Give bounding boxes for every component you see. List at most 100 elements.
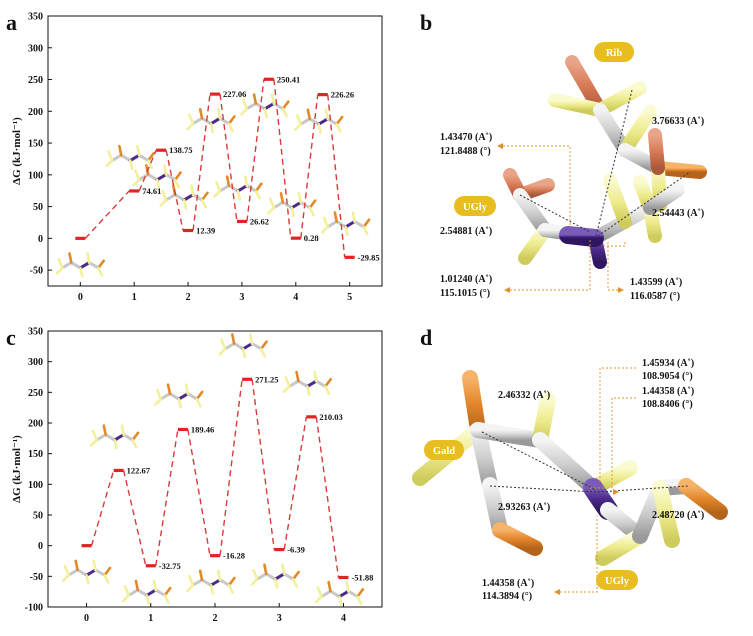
ugly-molecule-b bbox=[503, 168, 685, 269]
y-axis-label-c: ΔG (kJ·mol⁻¹) bbox=[11, 435, 23, 503]
state-energy-label: 210.03 bbox=[319, 412, 342, 422]
x-tick-label: 1 bbox=[132, 292, 137, 303]
state-energy-label: 227.06 bbox=[223, 89, 246, 99]
y-tick-label: 300 bbox=[28, 43, 43, 54]
molecule-snapshot bbox=[132, 164, 182, 190]
tag-gald: Gald bbox=[424, 440, 464, 460]
distance-b-1: 3.76633 (A˚) bbox=[652, 116, 704, 127]
molecule-snapshot bbox=[218, 333, 268, 359]
distance-b-3: 2.54881 (A˚) bbox=[440, 226, 492, 237]
state-energy-label: -6.39 bbox=[287, 545, 305, 555]
molecule-snapshot bbox=[294, 108, 344, 134]
molecule-snapshot bbox=[89, 424, 140, 450]
guide-arrows-d bbox=[554, 489, 619, 595]
angle-d-1: 108.9054 (°) bbox=[642, 371, 693, 382]
molecule-snapshot bbox=[159, 184, 209, 210]
molecule-snapshot bbox=[186, 569, 236, 595]
energy-path-segment bbox=[283, 416, 308, 550]
y-tick-label: 50 bbox=[33, 511, 43, 522]
tag-rib: Rib bbox=[594, 42, 634, 62]
molecule-snapshot bbox=[250, 563, 300, 589]
svg-text:Rib: Rib bbox=[606, 48, 623, 59]
panel-label-c: c bbox=[6, 325, 16, 350]
contact-lines-d bbox=[481, 431, 689, 493]
distance-b-2: 2.54443 (A˚) bbox=[652, 208, 704, 219]
svg-text:UGly: UGly bbox=[463, 202, 488, 213]
molecule-snapshot bbox=[154, 383, 204, 409]
y-axis-label-a: ΔG (kJ·mol⁻¹) bbox=[11, 117, 23, 185]
panel-a: a ΔG (kJ·mol⁻¹) -50050100150200250300350… bbox=[6, 10, 383, 304]
molecule-snapshot bbox=[213, 175, 263, 201]
energy-path-segment bbox=[84, 190, 130, 239]
tag-ugly-d: UGly bbox=[596, 570, 638, 590]
molecule-snapshot bbox=[105, 144, 155, 170]
svg-text:Gald: Gald bbox=[433, 446, 455, 457]
energy-path-segment bbox=[192, 94, 211, 231]
y-tick-label: -50 bbox=[30, 266, 43, 277]
state-energy-label: 0.28 bbox=[304, 233, 319, 243]
y-tick-label: 0 bbox=[38, 234, 43, 245]
x-tick-label: 0 bbox=[78, 292, 83, 303]
energy-path-segment bbox=[122, 470, 147, 566]
molecule-snapshot bbox=[61, 559, 112, 585]
y-tick-label: 250 bbox=[28, 388, 43, 399]
state-energy-label: 189.46 bbox=[191, 424, 214, 434]
state-energy-label: 226.26 bbox=[331, 90, 354, 100]
energy-path-segment bbox=[165, 150, 184, 231]
molecule-snapshot bbox=[282, 370, 333, 396]
molecule-snapshot bbox=[320, 211, 371, 237]
x-tick-label: 2 bbox=[186, 292, 191, 303]
x-tick-label: 3 bbox=[277, 613, 282, 624]
bond-length-b-1: 1.43470 (A˚) bbox=[440, 132, 492, 143]
bond-length-d-1: 1.45934 (A˚) bbox=[642, 358, 694, 369]
y-tick-label: 300 bbox=[28, 357, 43, 368]
y-tick-label: 200 bbox=[28, 419, 43, 430]
molecule-snapshot bbox=[240, 93, 290, 119]
energy-path-segment bbox=[138, 149, 157, 192]
distance-d-2: 2.93263 (A˚) bbox=[498, 502, 550, 513]
tag-ugly-b: UGly bbox=[454, 196, 496, 216]
angle-b-3: 116.0587 (°) bbox=[630, 291, 680, 302]
y-tick-label: 250 bbox=[28, 75, 43, 86]
y-tick-label: 100 bbox=[28, 170, 43, 181]
state-energy-label: 122.67 bbox=[127, 465, 151, 475]
energy-path-segment bbox=[90, 470, 115, 546]
state-energy-label: -32.75 bbox=[159, 561, 181, 571]
guide-arrows-b bbox=[497, 143, 624, 293]
state-energy-label: 12.39 bbox=[196, 225, 215, 235]
y-tick-label: 50 bbox=[33, 202, 43, 213]
x-tick-label: 0 bbox=[84, 613, 89, 624]
x-tick-label: 4 bbox=[293, 292, 298, 303]
energy-path-segment bbox=[219, 379, 243, 556]
y-tick-label: -50 bbox=[30, 572, 43, 583]
gald-molecule bbox=[412, 370, 556, 556]
molecule-snapshot bbox=[186, 108, 236, 134]
molecule-snapshots-c bbox=[61, 333, 365, 607]
state-energy-label: -51.88 bbox=[351, 572, 373, 582]
bond-length-d-2: 1.44358 (A˚) bbox=[642, 386, 694, 397]
state-energy-label: 250.41 bbox=[277, 74, 300, 84]
state-energy-label: 74.61 bbox=[142, 186, 161, 196]
energy-path-segment bbox=[219, 94, 238, 222]
panel-b: b bbox=[420, 10, 707, 302]
angle-b-1: 121.8488 (°) bbox=[440, 146, 491, 157]
plot-frame-a bbox=[47, 15, 383, 287]
molecule-snapshot bbox=[122, 579, 172, 605]
guide-lines-b bbox=[503, 145, 626, 291]
energy-path-segment bbox=[300, 94, 319, 239]
panel-label-a: a bbox=[6, 10, 17, 35]
y-tick-label: -100 bbox=[25, 603, 43, 614]
plot-frame-c bbox=[47, 330, 383, 608]
x-tick-label: 1 bbox=[148, 613, 153, 624]
y-tick-label: 150 bbox=[28, 449, 43, 460]
angle-d-2: 108.8406 (°) bbox=[642, 399, 693, 410]
y-tick-label: 0 bbox=[38, 541, 43, 552]
energy-path-c: 122.67-32.75189.46-16.28271.25-6.39210.0… bbox=[81, 374, 373, 582]
angle-d-3: 114.3894 (°) bbox=[482, 591, 532, 602]
bond-length-b-2: 1.01240 (A˚) bbox=[440, 274, 492, 285]
bond-length-b-3: 1.43599 (A˚) bbox=[630, 277, 682, 288]
bond-length-d-3: 1.44358 (A˚) bbox=[482, 578, 534, 589]
state-energy-label: 138.75 bbox=[169, 145, 192, 155]
